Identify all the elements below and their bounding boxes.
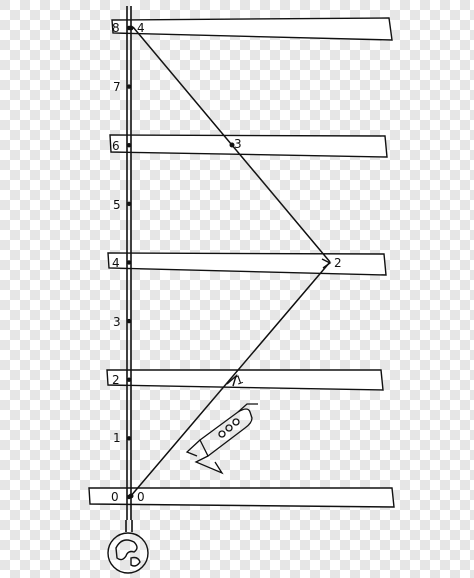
axis-label-4: 4 — [112, 256, 120, 270]
axis-tick-6 — [126, 143, 132, 148]
axis-labels: 8 7 6 5 4 3 2 1 0 — [111, 21, 121, 504]
event-label-1: 1 — [233, 372, 245, 388]
event-4-dot — [128, 25, 134, 31]
axis-tick-2 — [126, 377, 132, 382]
strip-6 — [109, 134, 388, 158]
axis-tick-4 — [126, 260, 132, 265]
axis-tick-3 — [126, 318, 132, 324]
event-label-0: 0 — [137, 490, 145, 504]
axis-label-1: 1 — [113, 431, 121, 445]
event-3-dot — [229, 142, 235, 148]
strip-2 — [106, 369, 384, 391]
event-label-4: 4 — [137, 21, 145, 35]
axis-label-0: 0 — [111, 490, 119, 504]
rocket-icon — [185, 403, 258, 475]
event-1-arrow — [226, 373, 238, 387]
event-0-dot — [128, 493, 134, 499]
strip-8 — [111, 17, 393, 41]
strip-4 — [107, 252, 387, 276]
event-label-3: 3 — [234, 137, 242, 151]
earth-icon — [107, 532, 149, 574]
strip-0 — [88, 487, 395, 508]
axis-label-2: 2 — [112, 373, 120, 387]
axis-tick-5 — [126, 201, 132, 207]
axis-label-3: 3 — [113, 315, 121, 329]
axis-label-7: 7 — [113, 80, 121, 94]
event-label-2: 2 — [334, 256, 342, 270]
axis-label-6: 6 — [112, 139, 120, 153]
axis-tick-1 — [126, 436, 132, 441]
axis-tick-7 — [126, 84, 132, 89]
events: 0 1 2 3 4 — [128, 21, 342, 504]
strips — [88, 17, 395, 508]
event-2-arrow — [321, 258, 332, 269]
axis-label-5: 5 — [113, 198, 121, 212]
axis-label-8: 8 — [112, 21, 120, 35]
signal-leg-out — [129, 261, 331, 498]
